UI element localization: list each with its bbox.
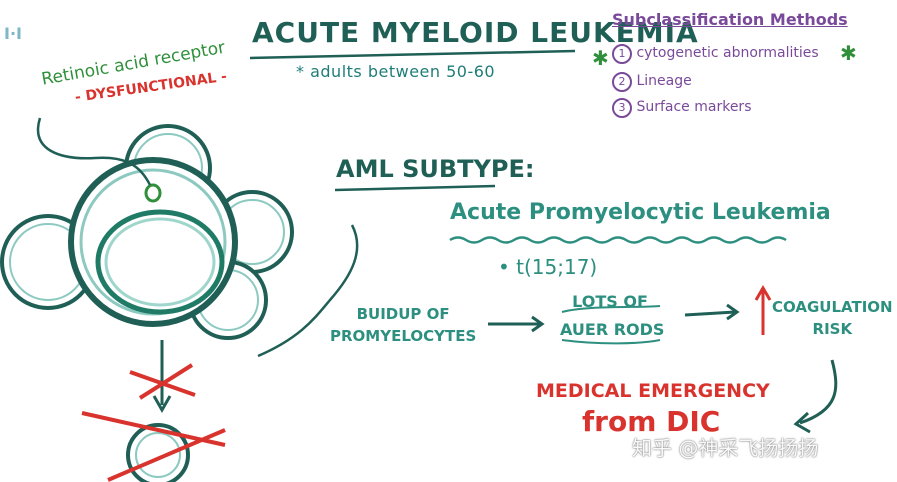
emergency-line1: MEDICAL EMERGENCY <box>536 380 770 402</box>
connector-curve <box>257 224 359 358</box>
subclass-item-3: 3 Surface markers <box>612 98 751 118</box>
destroyed-cell-drawing <box>81 340 226 482</box>
flow-step-text: LOTS OF <box>572 292 648 311</box>
flow-step-text: PROMYELOCYTES <box>330 327 477 345</box>
translocation: • t(15;17) <box>498 255 598 279</box>
subclass-item-1: 1 cytogenetic abnormalities <box>612 44 819 64</box>
number-circle: 1 <box>612 44 632 64</box>
subtype-underline <box>334 184 496 192</box>
subclass-label: cytogenetic abnormalities <box>636 45 819 61</box>
star-icon: ✱ <box>592 46 609 70</box>
logo: I·I <box>4 24 22 43</box>
arrow-3 <box>799 359 838 425</box>
number-circle: 2 <box>612 72 632 92</box>
flow-step-text: RISK <box>812 320 853 338</box>
star-icon: ✱ <box>840 41 857 65</box>
flow-step-coagulation: COAGULATION RISK <box>772 296 893 340</box>
emergency-line2: from DIC <box>582 405 721 438</box>
title-note: * adults between 50-60 <box>296 62 496 81</box>
flow-step-text: COAGULATION <box>772 298 893 316</box>
subtype-heading: AML SUBTYPE: <box>336 155 535 183</box>
subclassification-heading: Subclassification Methods <box>612 10 848 29</box>
subclass-item-2: 2 Lineage <box>612 72 692 92</box>
title-underline <box>249 49 576 60</box>
page-title: ACUTE MYELOID LEUKEMIA <box>252 16 699 49</box>
flow-step-text: AUER RODS <box>560 320 665 339</box>
promyelocyte-cell-drawing <box>0 117 294 340</box>
subclass-label: Surface markers <box>636 99 752 115</box>
apl-wavy-underline <box>449 236 787 244</box>
number-circle: 3 <box>612 98 632 118</box>
flow-step-buildup: BUIDUP OF PROMYELOCYTES <box>330 303 476 347</box>
subclass-label: Lineage <box>636 73 692 89</box>
watermark: 知乎 @神采飞扬扬扬 <box>632 436 819 460</box>
flow-step-auer-rods: LOTS OF AUER RODS <box>560 288 665 344</box>
arrow-2 <box>684 310 736 317</box>
subtype-name: Acute Promyelocytic Leukemia <box>450 200 831 225</box>
flow-step-text: BUIDUP OF <box>356 305 450 323</box>
